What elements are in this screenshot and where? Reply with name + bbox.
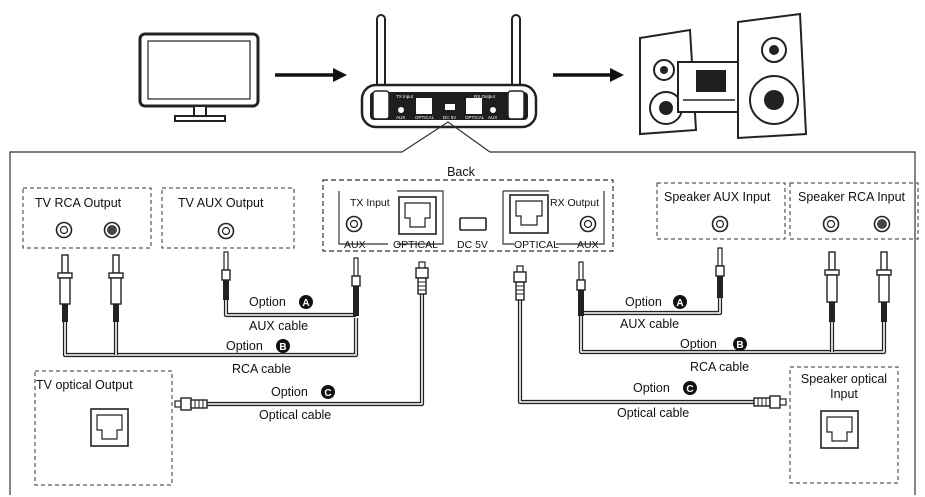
speaker-rca-input-box: Speaker RCA Input xyxy=(789,182,919,240)
speaker-optical-input-box: Speaker optical Input xyxy=(789,366,899,484)
speaker-aux-input-box: Speaker AUX Input xyxy=(656,182,786,240)
speaker-optical-input-label-line1: Speaker optical xyxy=(801,372,887,386)
option-label: Option xyxy=(633,381,670,395)
optical-cable-label: Optical cable xyxy=(617,406,689,420)
optical-plug xyxy=(513,265,527,301)
rca-cable-label: RCA cable xyxy=(690,360,749,374)
aux-cable-label: AUX cable xyxy=(620,317,679,331)
aux-cable-right xyxy=(581,298,723,316)
panel-optical-left-label: OPTICAL xyxy=(393,239,438,251)
aux-plug xyxy=(351,257,361,316)
aux-cable-left xyxy=(223,300,356,318)
speaker-optical-input-label-line2: Input xyxy=(830,387,858,401)
aux-plug xyxy=(715,247,725,298)
tv-rca-output-box: TV RCA Output xyxy=(22,187,152,249)
option-c-badge: C xyxy=(324,388,331,399)
speaker-system-illustration xyxy=(639,12,808,140)
tv-illustration xyxy=(138,32,260,122)
device-optical-right-label: OPTICAL xyxy=(465,115,485,120)
transceiver-device: TX Input AUX OPTICAL DC 5V RX Output OPT… xyxy=(360,14,538,129)
tv-rca-output-label: TV RCA Output xyxy=(35,196,122,210)
option-label: Option xyxy=(625,295,662,309)
speaker-aux-input-label: Speaker AUX Input xyxy=(664,190,771,204)
rca-plug xyxy=(57,254,73,322)
speaker-rca-input-label: Speaker RCA Input xyxy=(798,190,906,204)
rca-plug xyxy=(824,251,840,322)
aux-cable-label: AUX cable xyxy=(249,319,308,333)
option-b-badge: B xyxy=(279,342,286,353)
option-a-left: Option A AUX cable xyxy=(249,295,313,333)
arrow-right-icon xyxy=(553,68,624,82)
device-optical-left-label: OPTICAL xyxy=(415,115,435,120)
callout-border xyxy=(9,121,916,495)
aux-plug xyxy=(221,251,231,300)
tv-aux-output-box: TV AUX Output xyxy=(161,187,295,249)
rca-plug xyxy=(876,251,892,322)
optical-cable-left xyxy=(206,292,425,407)
rca-cable-label: RCA cable xyxy=(232,362,291,376)
option-a-right: Option A AUX cable xyxy=(620,295,687,331)
arrow-right-icon xyxy=(275,68,347,82)
option-label: Option xyxy=(226,339,263,353)
panel-tx-input-label: TX Input xyxy=(350,197,390,209)
option-label: Option xyxy=(680,337,717,351)
optical-plug xyxy=(174,397,208,411)
device-aux-right-label: AUX xyxy=(488,115,497,120)
optical-plug xyxy=(753,395,787,409)
panel-optical-right-label: OPTICAL xyxy=(514,239,559,251)
back-label: Back xyxy=(447,165,476,179)
device-tx-input-label: TX Input xyxy=(396,94,414,99)
tv-optical-output-label: TV optical Output xyxy=(36,378,133,392)
device-aux-left-label: AUX xyxy=(396,115,405,120)
option-c-left: Option C Optical cable xyxy=(259,385,335,422)
device-dc-label: DC 5V xyxy=(443,115,456,120)
rca-plug xyxy=(108,254,124,322)
rca-cable-left xyxy=(62,318,359,358)
device-rx-output-label: RX Output xyxy=(474,94,496,99)
aux-plug xyxy=(576,261,586,316)
dc-port xyxy=(459,217,487,231)
option-c-right: Option C Optical cable xyxy=(617,381,697,420)
option-b-right: Option B RCA cable xyxy=(680,337,749,374)
optical-cable-label: Optical cable xyxy=(259,408,331,422)
panel-dc-label: DC 5V xyxy=(457,239,488,251)
option-a-badge: A xyxy=(676,298,683,309)
option-a-badge: A xyxy=(302,298,309,309)
tv-optical-output-box: TV optical Output xyxy=(34,370,173,486)
panel-aux-left-label: AUX xyxy=(344,239,366,251)
panel-aux-right-label: AUX xyxy=(577,239,599,251)
option-b-badge: B xyxy=(736,340,743,351)
option-c-badge: C xyxy=(686,384,693,395)
option-b-left: Option B RCA cable xyxy=(226,339,291,376)
tx-optical-port xyxy=(398,196,437,235)
rx-optical-port xyxy=(509,194,549,234)
tv-aux-output-label: TV AUX Output xyxy=(178,196,264,210)
rca-cable-right xyxy=(578,316,887,355)
optical-plug xyxy=(415,261,429,295)
option-label: Option xyxy=(271,385,308,399)
back-panel: TX Input AUX OPTICAL DC 5V OPTICAL RX Ou… xyxy=(322,179,614,252)
panel-rx-output-label: RX Output xyxy=(550,197,599,209)
option-label: Option xyxy=(249,295,286,309)
optical-cable-right xyxy=(517,300,754,405)
